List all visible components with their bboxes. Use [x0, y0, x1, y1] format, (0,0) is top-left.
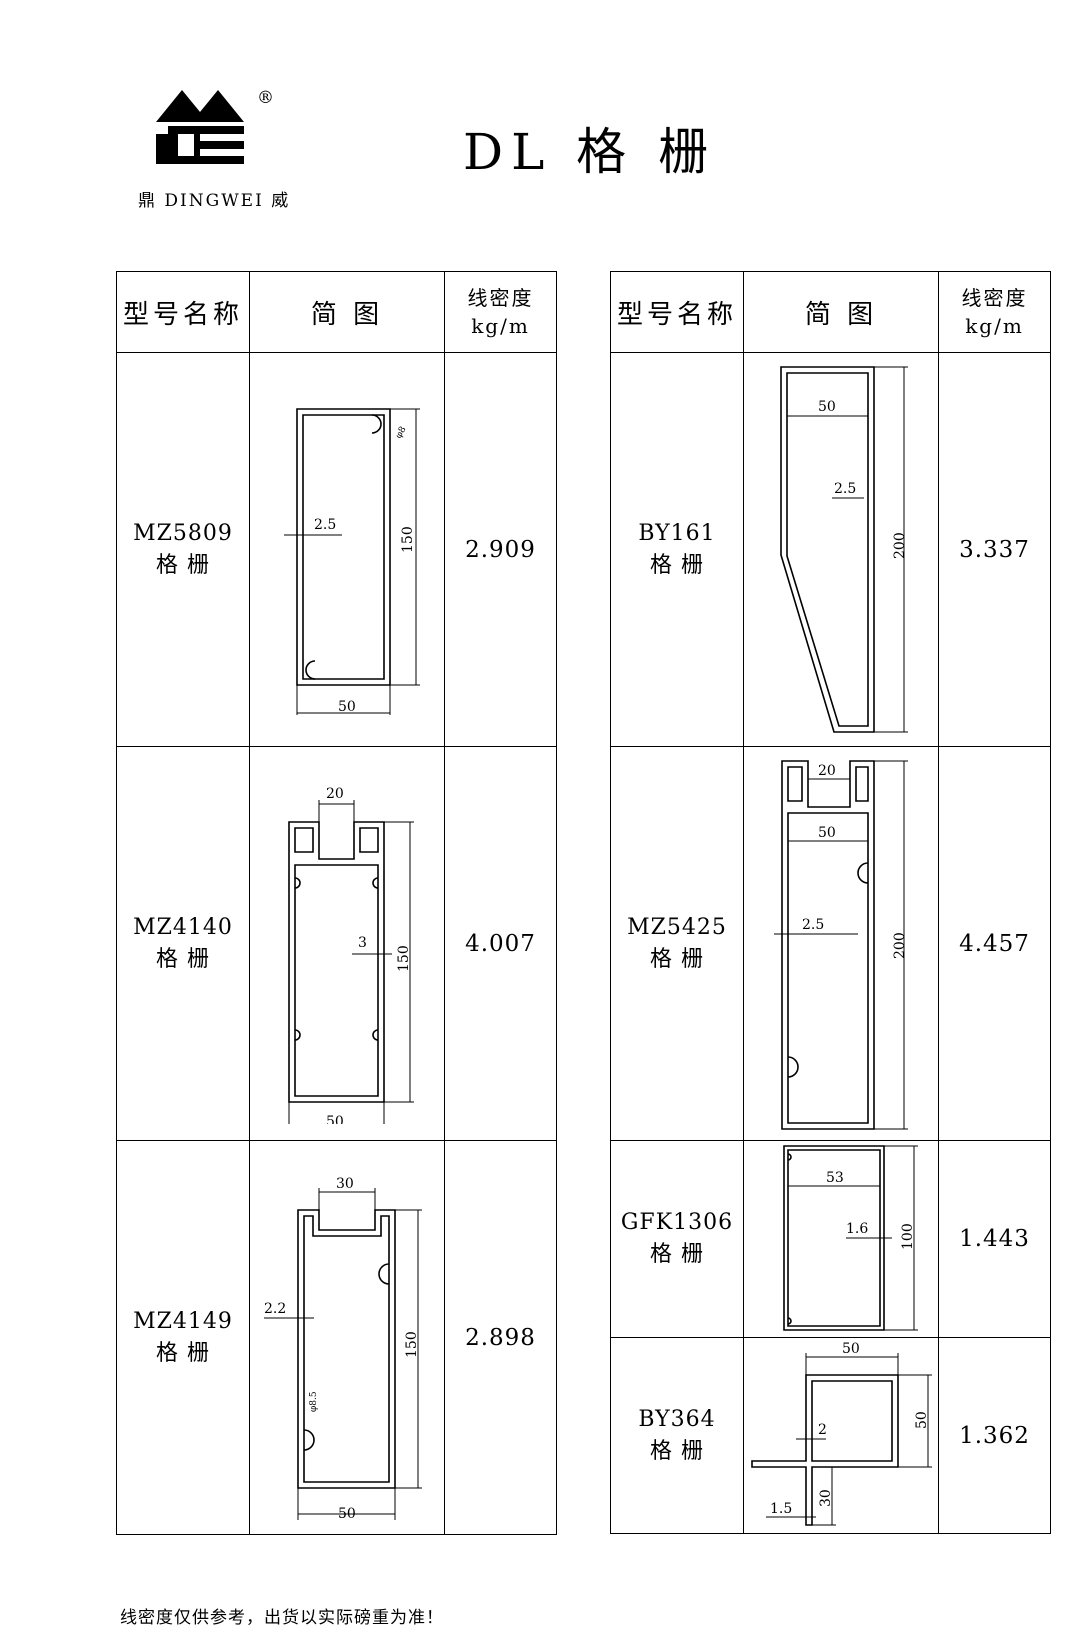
svg-text:30: 30 [818, 1489, 834, 1507]
svg-text:150: 150 [396, 945, 412, 972]
header-model: 型号名称 [116, 271, 250, 353]
dingwei-logo [156, 90, 244, 164]
page-title: DL 格 栅 [463, 123, 717, 181]
svg-text:2: 2 [818, 1422, 827, 1438]
svg-text:50: 50 [818, 825, 836, 841]
svg-text:50: 50 [914, 1411, 930, 1429]
profile-drawing: 50 2 50 30 1.5 [743, 1337, 939, 1534]
svg-text:50: 50 [818, 399, 836, 415]
profile-drawing: 30 2.2 50 150 φ8.5 [249, 1140, 445, 1535]
header-drawing: 简 图 [249, 271, 445, 353]
svg-text:50: 50 [842, 1341, 860, 1357]
profile-drawing: 53 1.6 100 [743, 1140, 939, 1338]
profile-drawing: 2.5 50 150 φ8 [249, 352, 445, 747]
svg-text:2.5: 2.5 [802, 917, 824, 933]
profile-drawing: 50 2.5 200 [743, 352, 939, 747]
density-value: 4.457 [938, 746, 1051, 1141]
svg-text:53: 53 [826, 1170, 844, 1186]
registered-mark: ® [257, 88, 274, 108]
header-model: 型号名称 [610, 271, 744, 353]
svg-text:20: 20 [326, 786, 344, 802]
svg-text:φ8.5: φ8.5 [309, 1391, 319, 1412]
footnote: 线密度仅供参考，出货以实际磅重为准！ [120, 1608, 444, 1628]
svg-text:1.5: 1.5 [770, 1501, 792, 1517]
svg-text:2.2: 2.2 [264, 1301, 286, 1317]
svg-text:50: 50 [338, 699, 356, 715]
svg-text:20: 20 [818, 763, 836, 779]
svg-text:30: 30 [336, 1176, 354, 1192]
density-value: 3.337 [938, 352, 1051, 747]
header-drawing: 简 图 [743, 271, 939, 353]
svg-text:φ8: φ8 [394, 424, 409, 440]
svg-text:3: 3 [358, 935, 367, 951]
svg-text:200: 200 [892, 532, 908, 559]
svg-text:2.5: 2.5 [314, 517, 336, 533]
svg-text:50: 50 [326, 1114, 344, 1124]
density-value: 1.443 [938, 1140, 1051, 1338]
svg-text:2.5: 2.5 [834, 481, 856, 497]
profile-drawing: 20 50 2.5 200 [743, 746, 939, 1141]
svg-text:50: 50 [338, 1506, 356, 1522]
density-value: 1.362 [938, 1337, 1051, 1534]
density-value: 2.909 [444, 352, 557, 747]
density-value: 4.007 [444, 746, 557, 1141]
logo-text: 鼎 DINGWEI 威 [138, 191, 291, 211]
svg-text:150: 150 [400, 526, 416, 553]
svg-text:200: 200 [892, 932, 908, 959]
profile-drawing: 20 3 50 150 [249, 746, 445, 1141]
svg-text:150: 150 [404, 1331, 420, 1358]
svg-text:100: 100 [900, 1223, 916, 1250]
svg-text:1.6: 1.6 [846, 1221, 868, 1237]
density-value: 2.898 [444, 1140, 557, 1535]
